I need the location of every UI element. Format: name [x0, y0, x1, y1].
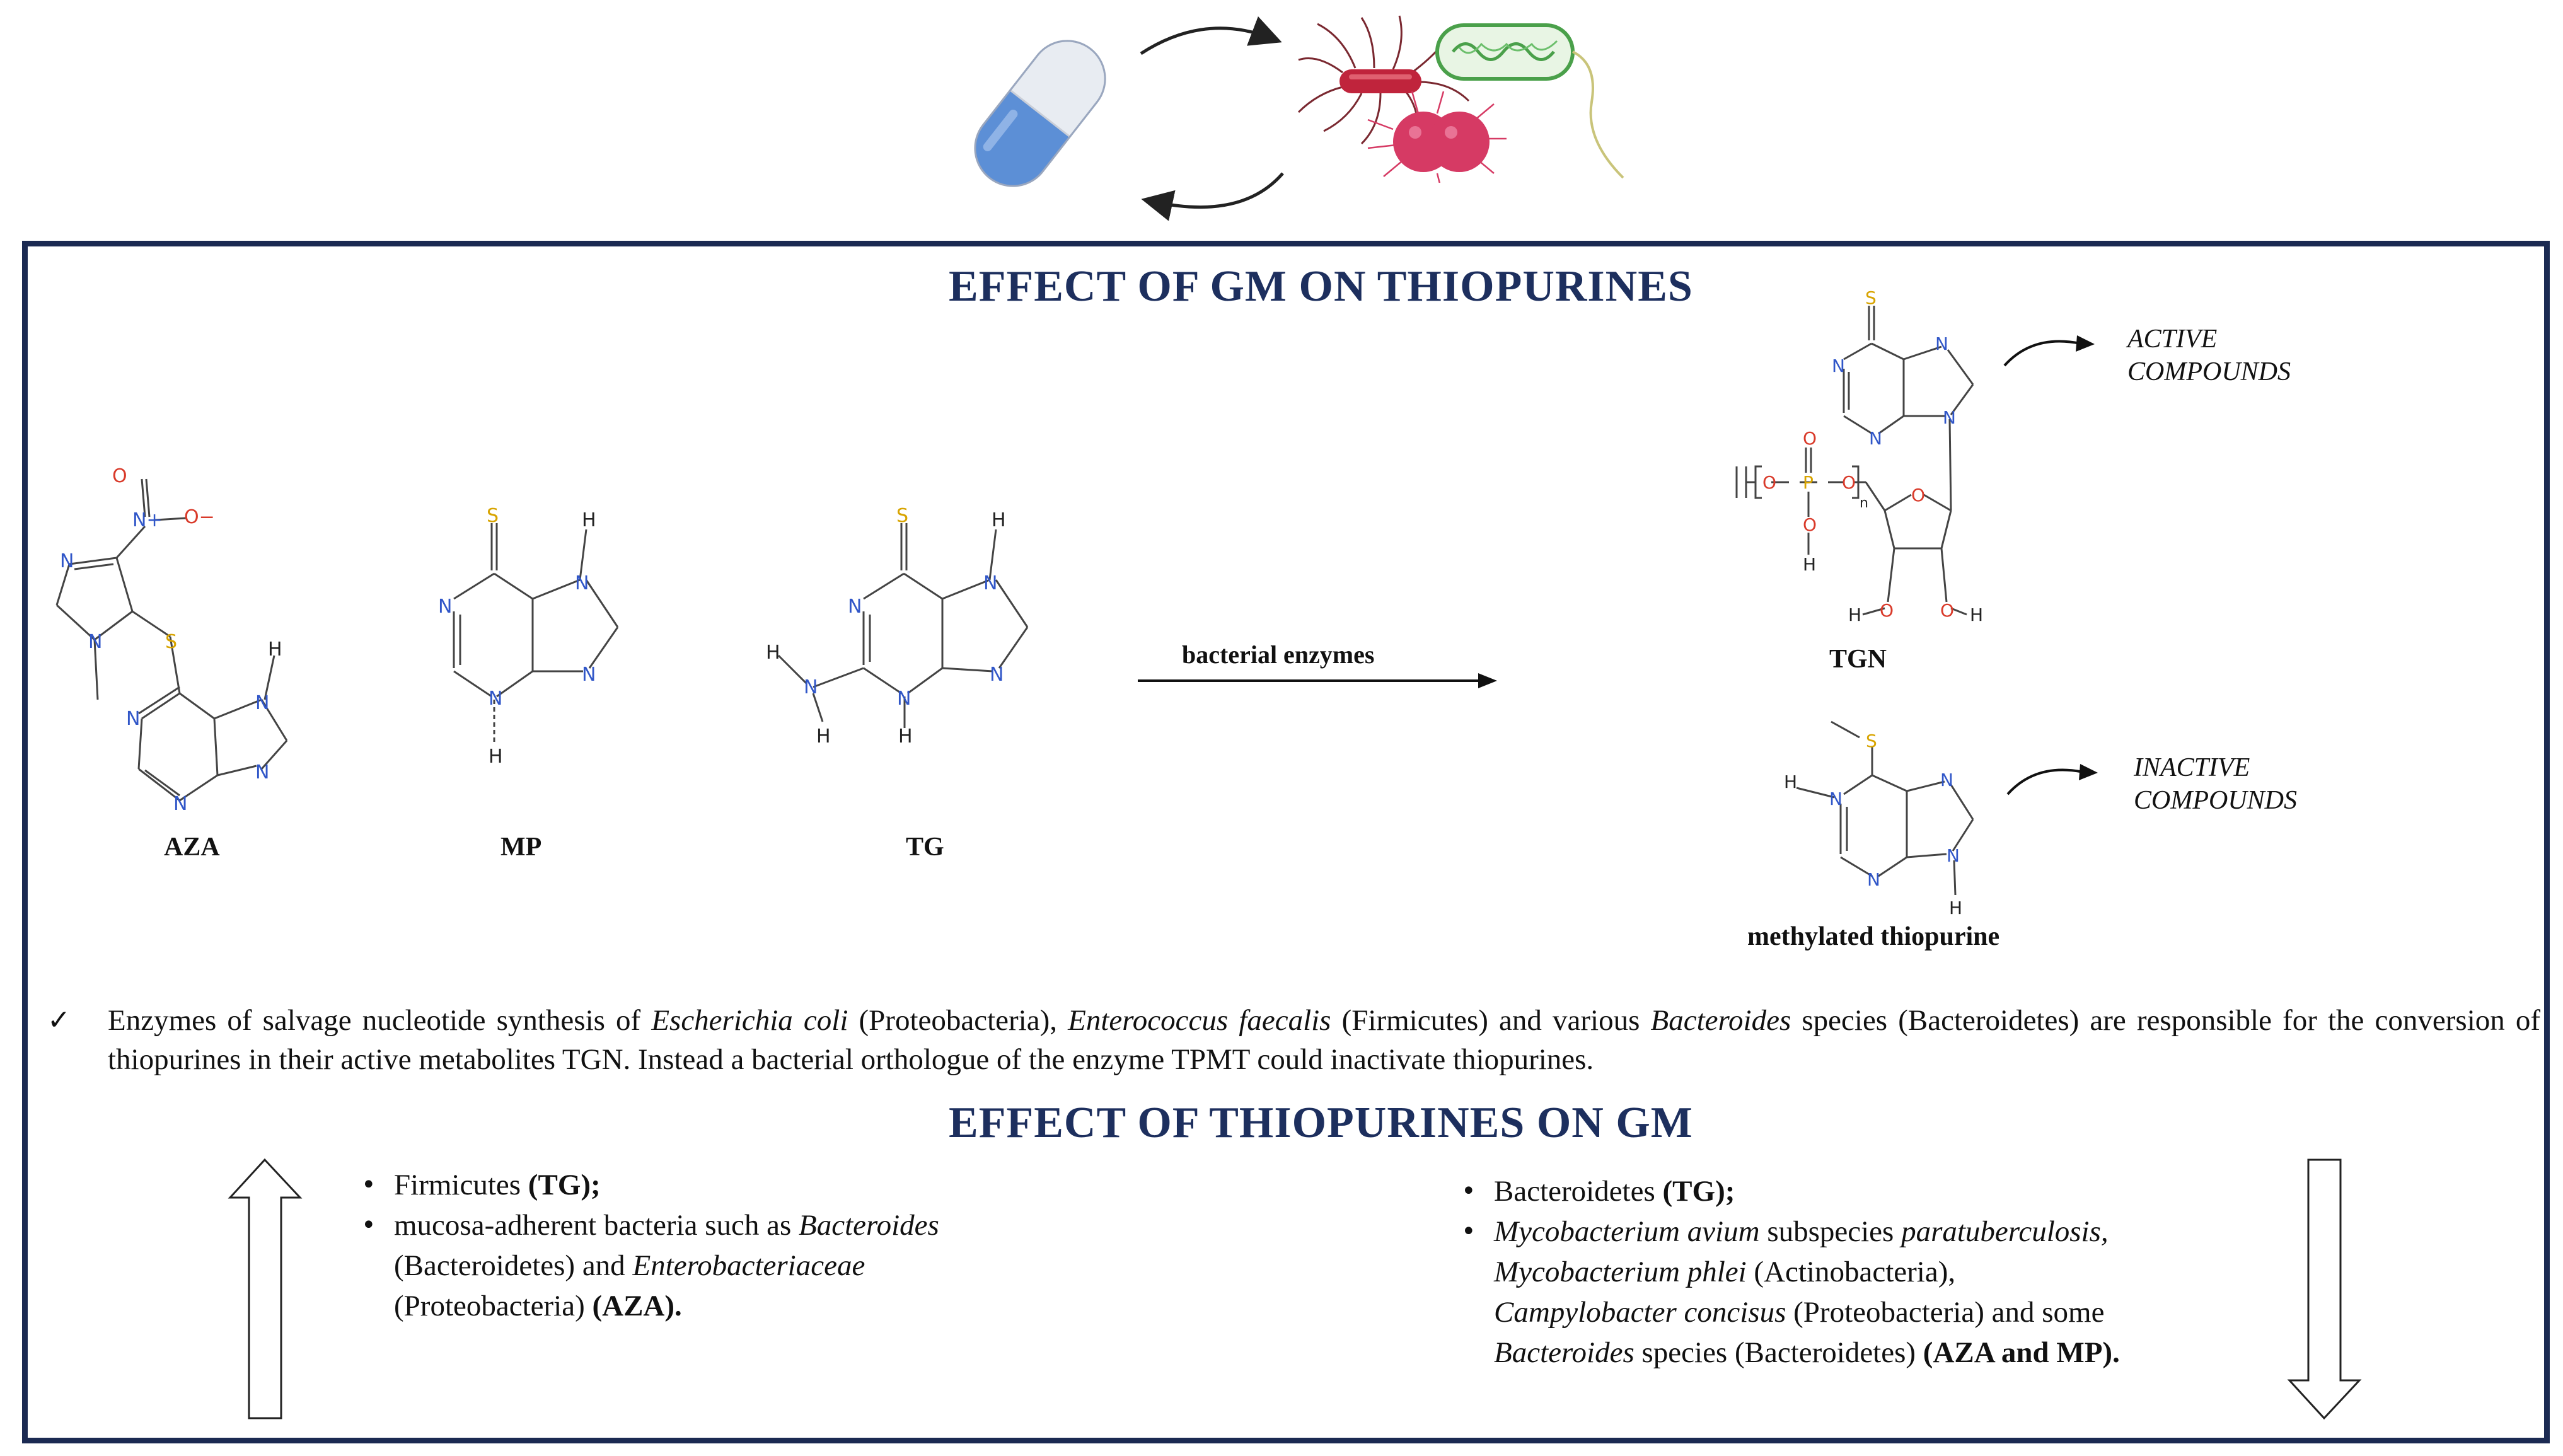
- aza-n-3: N: [126, 708, 140, 730]
- mp-n-2: N: [489, 688, 502, 710]
- aza-o-top: O: [112, 465, 127, 487]
- aza-h: H: [268, 638, 282, 661]
- aza-structure: O N+ O− N N S N N N N H: [55, 465, 288, 815]
- meth-n-2: N: [1867, 869, 1880, 890]
- label-mp: MP: [500, 833, 542, 862]
- label-aza: AZA: [164, 833, 220, 862]
- label-inactive-compounds: INACTIVE COMPOUNDS: [2134, 751, 2297, 817]
- methylated-thiopurine-structure: S H N N N N H: [1784, 720, 1974, 917]
- label-tgn: TGN: [1829, 645, 1887, 674]
- tgn-o-double: O: [1803, 428, 1817, 449]
- meth-n-3: N: [1940, 770, 1953, 790]
- active-arrow: [2003, 335, 2095, 367]
- decrease-item-bacteroidetes: Bacteroidetes (TG);: [1456, 1171, 2276, 1211]
- tg-h-3: H: [898, 725, 913, 748]
- tg-n-2: N: [804, 676, 818, 698]
- meth-h-2: H: [1949, 898, 1962, 917]
- tgn-h-oh2: H: [1970, 604, 1983, 625]
- bacteria-icon: [1297, 15, 1624, 183]
- tgn-s: S: [1865, 290, 1877, 308]
- active-line-1: ACTIVE: [2127, 325, 2218, 354]
- tg-n-5: N: [990, 664, 1004, 686]
- tgn-o-ring: O: [1911, 485, 1925, 506]
- meth-n-4: N: [1947, 845, 1960, 866]
- down-arrow-icon: [2287, 1158, 2362, 1420]
- tgn-n-1: N: [1832, 355, 1845, 376]
- mp-structure: S N N H N H N: [438, 505, 619, 768]
- checkmark-icon: ✓: [47, 1004, 71, 1036]
- main-panel: [22, 241, 2550, 1443]
- tg-h-2: H: [816, 725, 831, 748]
- label-active-compounds: ACTIVE COMPOUNDS: [2127, 323, 2291, 388]
- mp-h-1: H: [489, 746, 503, 768]
- section-title-effect-of-gm: EFFECT OF GM ON THIOPURINES: [949, 262, 1693, 311]
- capsule-icon: [974, 40, 1106, 187]
- aza-s: S: [165, 631, 177, 653]
- aza-n-1: N: [60, 550, 74, 572]
- aza-n-plus: N+: [132, 509, 163, 531]
- aza-n-2: N: [88, 631, 102, 653]
- decrease-list: Bacteroidetes (TG); Mycobacterium avium …: [1456, 1171, 2276, 1373]
- mp-s: S: [487, 505, 499, 527]
- inactive-line-2: COMPOUNDS: [2134, 786, 2297, 815]
- aza-n-6: N: [255, 761, 269, 783]
- meth-n-1: N: [1829, 789, 1843, 809]
- inactive-line-1: INACTIVE: [2134, 753, 2250, 782]
- tg-h-4: H: [992, 509, 1006, 531]
- aza-o-minus: O−: [184, 506, 215, 528]
- tgn-n-4: N: [1943, 407, 1956, 428]
- meth-s: S: [1866, 731, 1877, 751]
- tgn-o-bottom: O: [1803, 514, 1817, 535]
- arrow-label-bacterial-enzymes: bacterial enzymes: [1182, 640, 1375, 669]
- mp-h-2: H: [582, 509, 596, 531]
- label-methylated-thiopurine: methylated thiopurine: [1747, 922, 2000, 951]
- decrease-item-mycobacterium: Mycobacterium avium subspecies paratuber…: [1456, 1211, 2276, 1373]
- tg-n-1: N: [848, 596, 862, 618]
- tgn-n-3: N: [1935, 333, 1948, 354]
- mp-n-4: N: [582, 664, 596, 686]
- check-note-text: Enzymes of salvage nucleotide synthesis …: [108, 1004, 2541, 1076]
- tgn-n-sub: n: [1860, 495, 1868, 511]
- tgn-p: P: [1803, 472, 1814, 493]
- increase-item-mucosa-adherent: mucosa-adherent bacteria such as Bactero…: [356, 1205, 1081, 1326]
- tg-s: S: [896, 505, 908, 527]
- up-arrow-icon: [228, 1158, 303, 1419]
- aza-n-5: N: [255, 692, 269, 714]
- label-tg: TG: [906, 833, 944, 862]
- tgn-o-oh1: O: [1880, 600, 1894, 621]
- tg-n-4: N: [983, 572, 997, 594]
- tg-h-1: H: [766, 642, 780, 664]
- section-title-effect-of-thiopurines: EFFECT OF THIOPURINES ON GM: [949, 1099, 1693, 1147]
- tgn-h-oh1: H: [1848, 604, 1861, 625]
- tgn-o-oh2: O: [1940, 600, 1954, 621]
- active-line-2: COMPOUNDS: [2127, 357, 2291, 386]
- mp-n-1: N: [438, 596, 452, 618]
- check-note: ✓ Enzymes of salvage nucleotide synthesi…: [47, 1001, 2540, 1079]
- meth-h-1: H: [1784, 771, 1797, 792]
- tg-n-3: N: [897, 688, 911, 710]
- mp-n-3: N: [575, 572, 589, 594]
- inactive-arrow: [2006, 764, 2098, 795]
- tgn-o-link: O: [1842, 472, 1856, 493]
- increase-list: Firmicutes (TG); mucosa-adherent bacteri…: [356, 1165, 1081, 1326]
- increase-item-firmicutes: Firmicutes (TG);: [356, 1165, 1081, 1205]
- reaction-arrow: [1138, 673, 1497, 688]
- tgn-h-p: H: [1803, 554, 1816, 575]
- tg-structure: S N N H H N H N H N: [766, 505, 1029, 748]
- cycle-arrows-icon: [1140, 16, 1284, 221]
- aza-n-4: N: [173, 793, 187, 815]
- tgn-n-2: N: [1869, 428, 1882, 449]
- tgn-structure: S N N N N O O P O O O H n O H O H: [1735, 290, 1983, 625]
- tgn-o-left: O: [1762, 472, 1776, 493]
